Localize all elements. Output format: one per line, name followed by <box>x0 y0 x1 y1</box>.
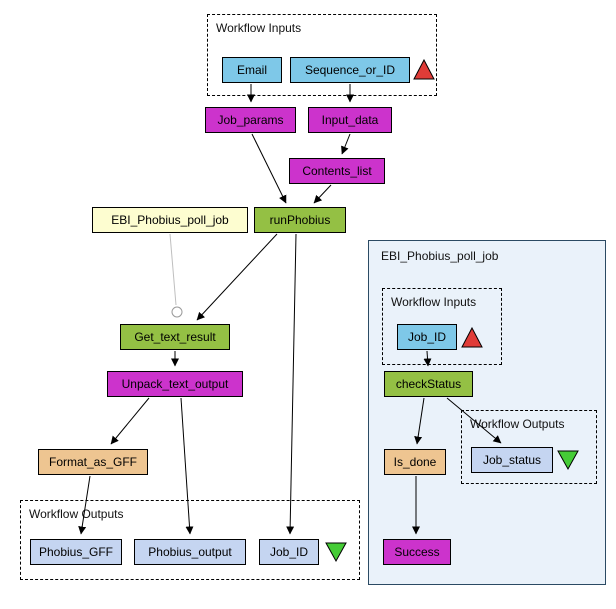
sub-workflow-inputs-group-label: Workflow Inputs <box>391 295 477 309</box>
workflow-inputs-group-label: Workflow Inputs <box>216 21 302 35</box>
workflow-outputs-group-label: Workflow Outputs <box>29 507 124 521</box>
node-unpack-text-output[interactable]: Unpack_text_output <box>107 371 243 397</box>
control-link-circle <box>171 306 183 318</box>
edge-jobparams-runphobius <box>251 133 287 204</box>
node-sub-job-id[interactable]: Job_ID <box>397 324 457 350</box>
node-get-text-result[interactable]: Get_text_result <box>120 324 230 350</box>
sub-input-port-marker-icon[interactable] <box>460 326 484 350</box>
node-contents-list[interactable]: Contents_list <box>289 158 385 184</box>
node-run-phobius[interactable]: runPhobius <box>254 207 346 233</box>
node-phobius-gff[interactable]: Phobius_GFF <box>30 539 122 565</box>
node-format-as-gff[interactable]: Format_as_GFF <box>38 449 148 475</box>
node-is-done[interactable]: Is_done <box>384 449 446 475</box>
node-job-status[interactable]: Job_status <box>471 447 553 473</box>
edge-control-poll-gettextresult <box>169 233 177 306</box>
node-job-params[interactable]: Job_params <box>205 107 296 133</box>
node-sequence-or-id[interactable]: Sequence_or_ID <box>290 57 410 83</box>
edge-contentslist-runphobius <box>313 184 332 204</box>
sub-workflow-inputs-group: Workflow Inputs <box>382 288 502 365</box>
node-ebi-phobius-poll-job[interactable]: EBI_Phobius_poll_job <box>92 207 248 233</box>
edge-runphobius-jobid <box>286 233 297 535</box>
node-input-data[interactable]: Input_data <box>308 107 392 133</box>
sub-output-port-marker-icon[interactable] <box>556 448 580 472</box>
input-port-marker-icon[interactable] <box>412 58 436 82</box>
node-success[interactable]: Success <box>383 539 451 565</box>
output-port-marker-icon[interactable] <box>324 540 348 564</box>
node-phobius-output[interactable]: Phobius_output <box>134 539 246 565</box>
edge-runphobius-gettextresult <box>196 233 278 321</box>
node-job-id-output[interactable]: Job_ID <box>259 539 319 565</box>
edge-unpack-formatgff <box>110 397 150 445</box>
subworkflow-title: EBI_Phobius_poll_job <box>381 249 499 263</box>
node-check-status[interactable]: checkStatus <box>384 371 473 397</box>
workflow-inputs-group: Workflow Inputs <box>207 14 437 96</box>
node-email[interactable]: Email <box>222 57 282 83</box>
edge-inputdata-contentslist <box>341 133 351 155</box>
sub-workflow-outputs-group-label: Workflow Outputs <box>470 417 565 431</box>
